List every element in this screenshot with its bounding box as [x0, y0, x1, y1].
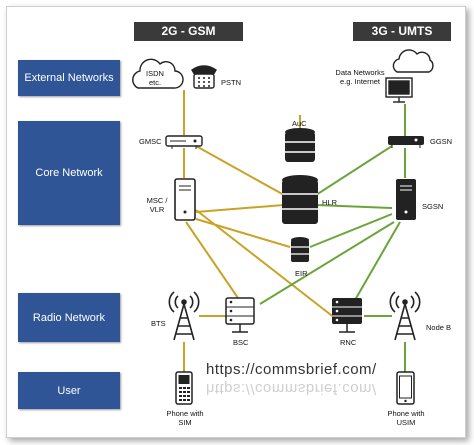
bsc-rack-icon	[225, 297, 255, 333]
lane-external-networks: External Networks	[18, 60, 120, 96]
node-b-antenna-icon	[389, 291, 421, 341]
rnc-rack-icon	[332, 298, 362, 333]
label-auc: AuC	[292, 119, 307, 128]
link-msc-rnc	[195, 209, 341, 323]
umts-links	[259, 104, 406, 372]
auc-database-icon	[285, 128, 315, 162]
link-msc-bsc	[185, 221, 239, 299]
label-pstn: PSTN	[221, 78, 242, 87]
label-isdn: ISDN etc.	[146, 69, 164, 87]
data-network-cloud-icon	[392, 49, 434, 73]
feature-phone-icon	[175, 371, 193, 405]
label-data-networks: Data Networks e.g. Internet	[335, 68, 385, 86]
label-bsc: BSC	[233, 338, 249, 347]
label-gmsc: GMSC	[139, 137, 162, 146]
label-ggsn: GGSN	[430, 137, 453, 146]
link-gmsc-hlr	[195, 145, 285, 196]
ggsn-router-icon	[388, 136, 424, 148]
label-bts: BTS	[151, 319, 166, 328]
link-sgsn-rnc	[354, 221, 401, 301]
link-msc-eir	[195, 218, 291, 248]
msc-vlr-server-icon	[174, 178, 196, 221]
header-2g-gsm: 2G - GSM	[134, 22, 243, 41]
watermark-reflection: https://commsbrief.com/	[206, 380, 377, 397]
isdn-cloud-icon	[132, 58, 184, 89]
label-sgsn: SGSN	[422, 202, 444, 211]
label-msc-vlr: MSC / VLR	[146, 196, 168, 214]
label-hlr: HLR	[322, 198, 338, 207]
label-rnc: RNC	[340, 338, 357, 347]
lane-radio-network: Radio Network	[18, 293, 120, 342]
watermark-url: https://commsbrief.com/	[206, 361, 377, 378]
eir-database-icon	[291, 237, 309, 262]
gsm-links	[183, 90, 341, 372]
link-sgsn-hlr	[315, 204, 393, 209]
label-phone-sim: Phone with SIM	[166, 409, 204, 427]
link-sgsn-eir	[309, 213, 393, 248]
smartphone-icon	[396, 371, 415, 405]
hlr-database-icon	[282, 175, 318, 224]
header-3g-umts: 3G - UMTS	[353, 22, 451, 41]
label-node-b: Node B	[426, 323, 452, 332]
lane-core-network: Core Network	[18, 121, 120, 225]
bts-antenna-icon	[168, 291, 200, 341]
link-sgsn-bsc	[259, 221, 395, 305]
link-msc-hlr	[195, 204, 285, 213]
lane-user: User	[18, 372, 120, 409]
label-eir: EIR	[295, 269, 308, 278]
gmsc-router-icon	[165, 135, 203, 149]
pstn-phone-icon	[191, 65, 217, 89]
link-ggsn-hlr	[315, 145, 393, 196]
sgsn-server-icon	[396, 179, 416, 220]
monitor-icon	[385, 77, 413, 103]
label-phone-usim: Phone with USIM	[387, 409, 425, 427]
